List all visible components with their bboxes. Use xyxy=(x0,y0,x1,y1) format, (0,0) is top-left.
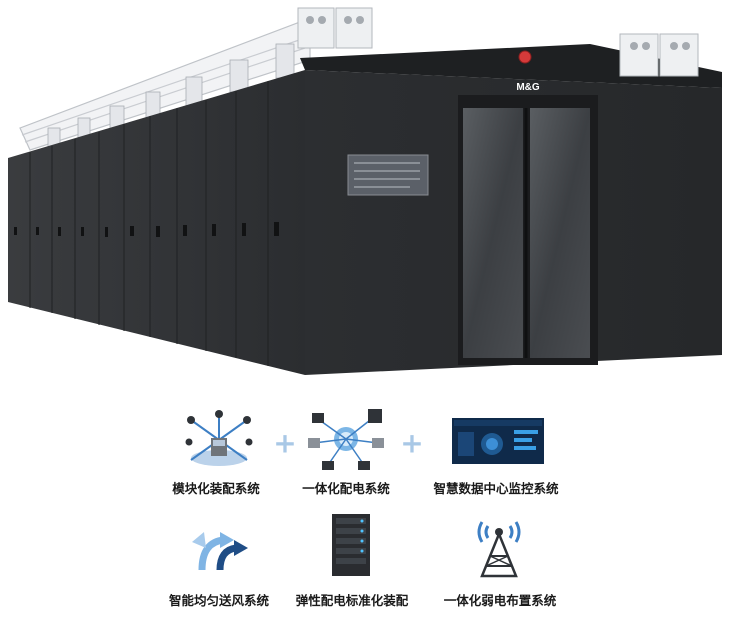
plus-symbol-2: + xyxy=(400,426,424,460)
feature-label-smart-monitoring: 智慧数据中心监控系统 xyxy=(433,481,559,496)
top-cable-tray xyxy=(19,21,311,151)
feature-label-airflow: 智能均匀送风系统 xyxy=(168,593,270,608)
airflow-arrows-icon xyxy=(190,528,250,572)
integrated-power-distribution-icon xyxy=(306,405,386,473)
brand-logo: M&G xyxy=(516,82,540,93)
emergency-stop-button[interactable] xyxy=(518,50,532,64)
modular-data-center-illustration: M&G xyxy=(8,7,722,375)
ac-outdoor-units-right xyxy=(619,33,699,77)
front-lcd-panel xyxy=(347,154,429,196)
server-rack-icon xyxy=(330,512,372,578)
front-top-frame xyxy=(300,44,722,88)
feature-label-elastic-power: 弹性配电标准化装配 xyxy=(295,593,409,608)
signal-tower-icon xyxy=(472,512,526,578)
feature-label-weak-current: 一体化弱电布置系统 xyxy=(443,593,557,608)
ac-outdoor-units-left xyxy=(297,7,373,49)
door-right-glass[interactable] xyxy=(530,108,590,358)
plus-symbol-1: + xyxy=(273,426,297,460)
tray-brackets xyxy=(47,43,295,151)
lcd-panel-readout-lines xyxy=(354,162,420,188)
cabinet-panel-seams xyxy=(29,81,269,366)
feature-label-integrated-power: 一体化配电系统 xyxy=(302,481,390,496)
feature-label-modular-assembly: 模块化装配系统 xyxy=(172,481,260,496)
smart-monitoring-dashboard-icon xyxy=(452,418,544,464)
modular-assembly-icon xyxy=(183,410,255,472)
door-left-glass[interactable] xyxy=(463,108,523,358)
cabinet-row-side xyxy=(8,70,305,375)
cabinet-handles xyxy=(14,222,279,237)
